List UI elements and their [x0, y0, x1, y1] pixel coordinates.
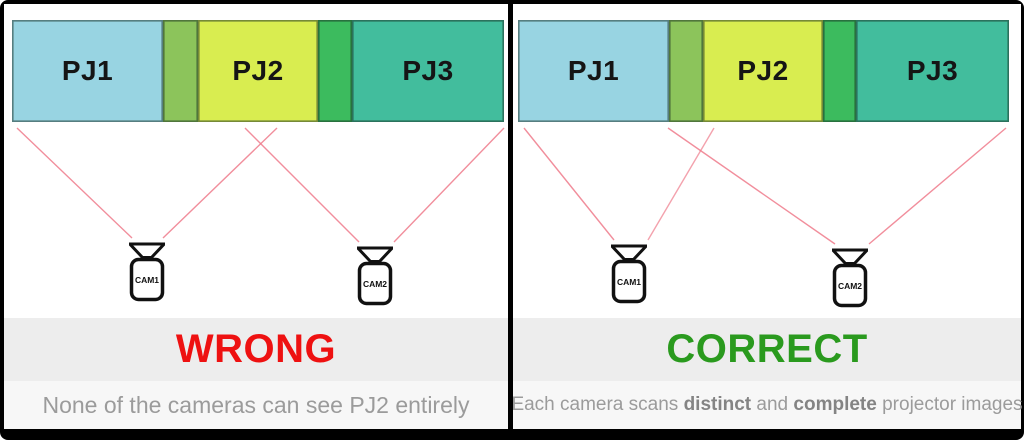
- verdict-band: CORRECT: [513, 318, 1021, 381]
- camera-label: CAM2: [363, 279, 387, 289]
- segment-overlap-2: [318, 20, 352, 122]
- camera-2-icon: CAM2: [832, 248, 868, 310]
- segment-label: PJ3: [402, 55, 454, 86]
- segment-label: PJ1: [567, 55, 620, 86]
- sight-line-cam2-left: [667, 127, 836, 245]
- segment-label: PJ2: [737, 55, 789, 86]
- camera-label: CAM2: [838, 281, 862, 291]
- caption-bold-complete: complete: [793, 394, 877, 415]
- sight-line-cam1-left: [16, 127, 133, 239]
- verdict-correct: CORRECT: [666, 327, 868, 371]
- caption-band: None of the cameras can see PJ2 entirely: [4, 381, 508, 429]
- camera-2-icon: CAM2: [357, 246, 393, 308]
- sight-line-cam2-right: [393, 127, 505, 243]
- projector-strip: PJ1 PJ2 PJ3: [518, 20, 1009, 122]
- segment-label: PJ3: [906, 55, 959, 86]
- sight-line-cam1-right: [647, 127, 715, 241]
- segment-pj2: PJ2: [198, 20, 318, 122]
- segment-label: PJ2: [232, 55, 284, 86]
- camera-1-icon: CAM1: [611, 244, 647, 306]
- sight-line-cam2-right: [868, 127, 1007, 245]
- projector-strip: PJ1 PJ2 PJ3: [12, 20, 504, 122]
- verdict-band: WRONG: [4, 318, 508, 381]
- camera-1-icon: CAM1: [129, 242, 165, 304]
- segment-overlap-1: [163, 20, 198, 122]
- segment-overlap-1: [669, 20, 703, 122]
- segment-label: PJ1: [61, 55, 114, 86]
- camera-label: CAM1: [617, 277, 641, 287]
- camera-label: CAM1: [135, 275, 159, 285]
- caption-text: Each camera scans distinct and complete …: [511, 394, 1022, 416]
- caption-part: projector images: [876, 394, 1023, 415]
- caption-band: Each camera scans distinct and complete …: [511, 381, 1023, 429]
- caption-text: None of the cameras can see PJ2 entirely: [42, 391, 470, 418]
- panel-correct: PJ1 PJ2 PJ3 CAM1: [511, 4, 1023, 429]
- segment-pj1: PJ1: [12, 20, 163, 122]
- segment-pj3: PJ3: [856, 20, 1009, 122]
- sight-line-cam1-right: [162, 127, 278, 239]
- sight-line-cam2-left: [244, 127, 360, 243]
- segment-overlap-2: [823, 20, 856, 122]
- caption-bold-distinct: distinct: [683, 394, 752, 415]
- panel-wrong: PJ1 PJ2 PJ3 CAM1: [4, 4, 508, 429]
- verdict-wrong: WRONG: [175, 327, 337, 371]
- segment-pj3: PJ3: [352, 20, 504, 122]
- segment-pj2: PJ2: [703, 20, 823, 122]
- caption-part: and: [751, 394, 794, 415]
- caption-part: Each camera scans: [511, 394, 684, 415]
- segment-pj1: PJ1: [518, 20, 669, 122]
- sight-line-cam1-left: [523, 127, 615, 241]
